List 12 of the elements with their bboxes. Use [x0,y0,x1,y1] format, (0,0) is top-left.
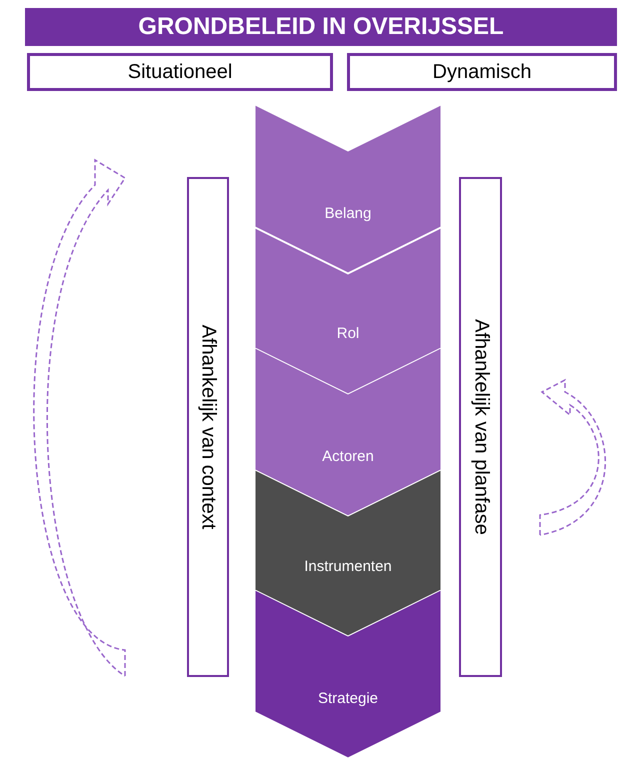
vertical-label: Afhankelijk van planfase [469,319,492,535]
chevron-label: Actoren [321,448,375,465]
label-box [459,177,502,677]
chevron-label: Rol [336,325,360,342]
chevron-label: Belang [324,205,372,222]
vertical-label: Afhankelijk van context [196,324,220,530]
label-box: Dynamisch [347,53,617,91]
chevron-label: Strategie [316,690,380,707]
chevron-label: Instrumenten [303,558,393,575]
label-box: Situationeel [27,53,333,91]
label-box [187,177,229,677]
title-banner: GRONDBELEID IN OVERIJSSEL [25,8,617,46]
